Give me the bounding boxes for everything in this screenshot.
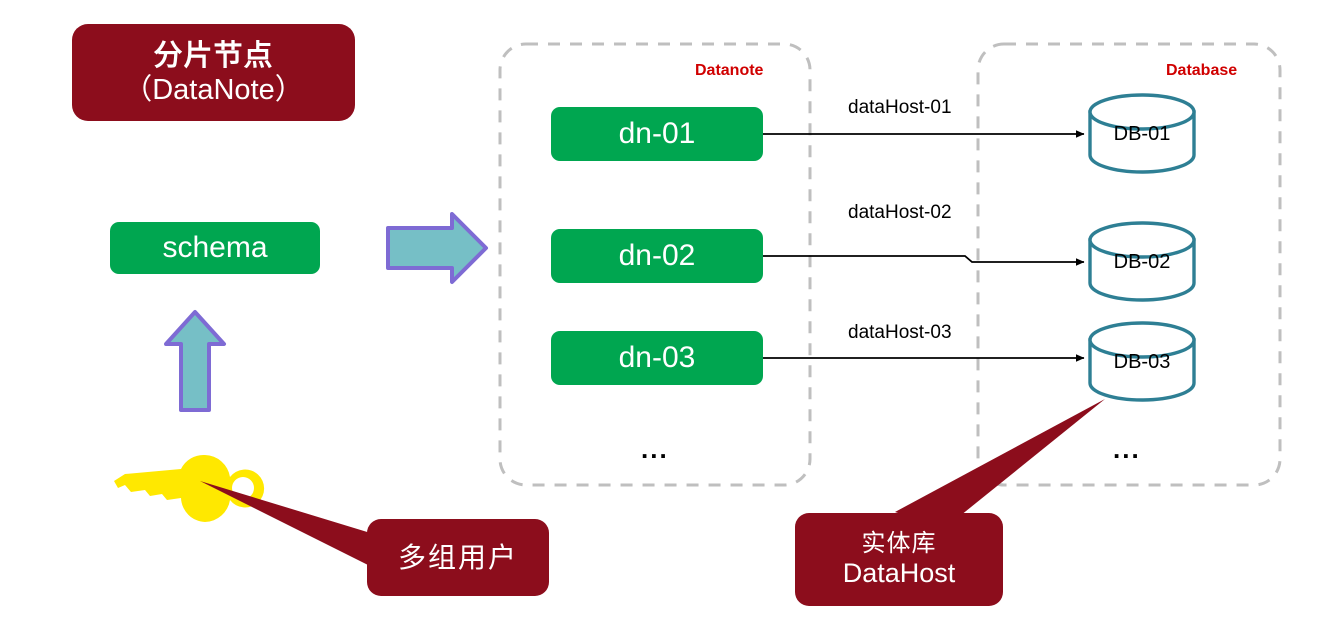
database-label-db-01: DB-01	[1113, 123, 1171, 145]
group-label-datanote: Datanote	[695, 62, 764, 79]
title-callout-line-en: （DataNote）	[123, 73, 304, 106]
datahost-callout: 实体库 DataHost	[795, 513, 1003, 606]
edge-label-datahost-02: dataHost-02	[848, 202, 952, 223]
users-callout-pointer	[200, 481, 400, 570]
db-cylinder-03	[1088, 321, 1196, 402]
edge-label-datahost-01: dataHost-01	[848, 97, 952, 118]
db-cylinder-01	[1088, 93, 1196, 174]
group-container-datanote	[498, 42, 812, 487]
database-label-db-02: DB-02	[1113, 251, 1171, 273]
ellipsis-datanote-group: ...	[641, 434, 669, 464]
datanode-dn-02[interactable]: dn-02	[551, 229, 763, 283]
title-callout-line-cn: 分片节点	[153, 38, 274, 73]
database-label-db-03: DB-03	[1113, 351, 1171, 373]
key-icon	[114, 454, 265, 522]
db-cylinder-02	[1088, 221, 1196, 302]
title-callout: 分片节点 （DataNote）	[72, 24, 355, 121]
users-callout-label: 多组用户	[397, 540, 518, 574]
schema-node[interactable]: schema	[110, 222, 320, 274]
right-block-arrow-icon	[386, 212, 488, 284]
ellipsis-database-group: ...	[1113, 434, 1141, 464]
datahost-callout-line-cn: 实体库	[861, 529, 937, 558]
group-label-database: Database	[1166, 62, 1238, 79]
connector-datahost-02	[763, 255, 1085, 266]
datanode-dn-03[interactable]: dn-03	[551, 331, 763, 385]
datahost-callout-line-en: DataHost	[842, 558, 956, 589]
group-container-database	[976, 42, 1282, 487]
edge-label-datahost-03: dataHost-03	[848, 322, 952, 343]
users-callout: 多组用户	[367, 519, 549, 596]
up-block-arrow-icon	[164, 310, 226, 412]
datahost-callout-pointer	[895, 399, 1105, 528]
datanode-dn-01[interactable]: dn-01	[551, 107, 763, 161]
